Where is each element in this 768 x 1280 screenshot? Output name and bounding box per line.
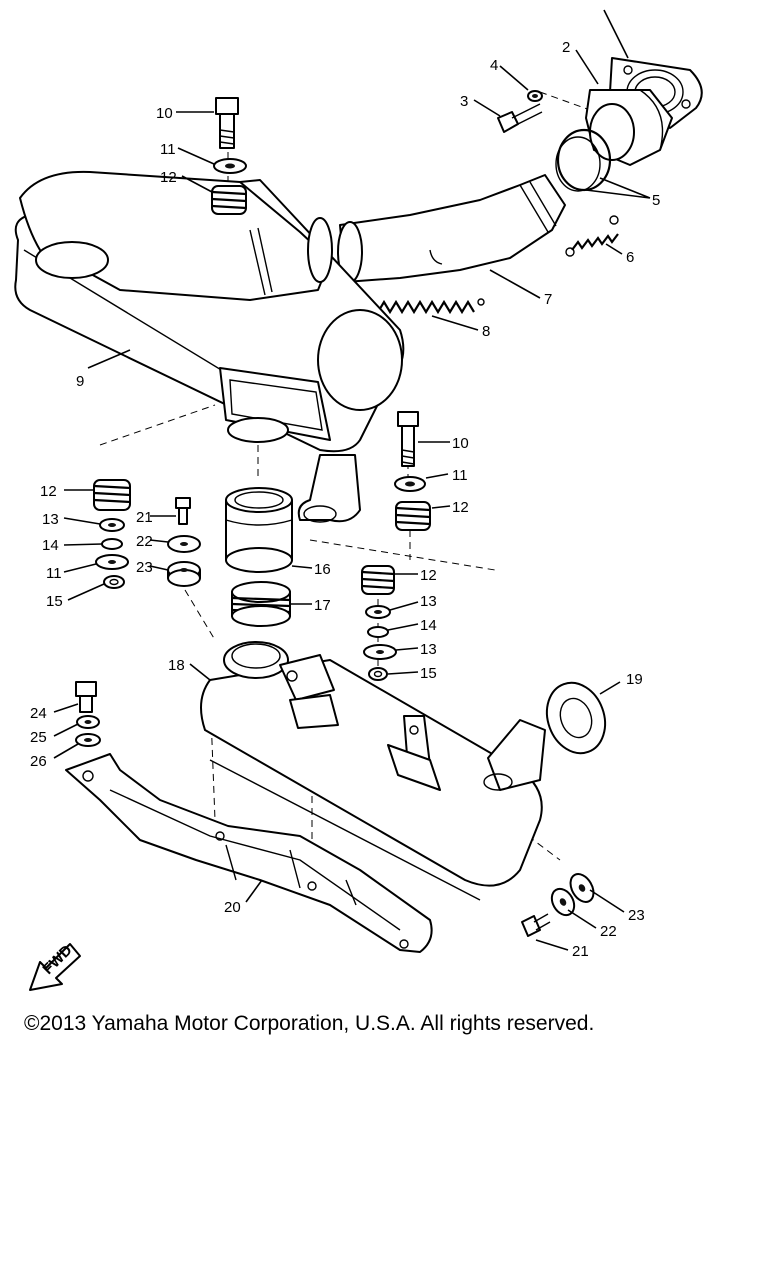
grommet-12-lower bbox=[361, 565, 395, 595]
label-4: 4 bbox=[490, 57, 498, 74]
label-14-left: 14 bbox=[42, 537, 59, 554]
label-26: 26 bbox=[30, 753, 47, 770]
washer-4 bbox=[527, 90, 543, 102]
label-23-lower: 23 bbox=[628, 907, 645, 924]
label-12-right: 12 bbox=[452, 499, 469, 516]
label-3: 3 bbox=[460, 93, 468, 110]
label-16: 16 bbox=[314, 561, 331, 578]
washer-22-lower bbox=[550, 887, 576, 917]
washer-25 bbox=[76, 715, 100, 729]
collar-23-upper bbox=[167, 561, 201, 587]
washer-13-right-b bbox=[363, 644, 397, 660]
gasket-rings-5 bbox=[555, 128, 612, 192]
washer-11-left bbox=[95, 554, 129, 570]
label-6: 6 bbox=[626, 249, 634, 266]
exhaust-pipe-7 bbox=[337, 174, 566, 283]
bolt-21-lower bbox=[521, 913, 551, 937]
washer-22-upper bbox=[167, 535, 201, 553]
seal-17 bbox=[231, 581, 291, 627]
label-5: 5 bbox=[652, 192, 660, 209]
washer-14-right bbox=[367, 626, 389, 638]
washer-13-left bbox=[99, 518, 125, 532]
copyright-notice: ©2013 Yamaha Motor Corporation, U.S.A. A… bbox=[24, 1012, 595, 1035]
label-11-left: 11 bbox=[46, 565, 62, 582]
forward-arrow-icon: FWD bbox=[29, 942, 81, 991]
label-10-top: 10 bbox=[156, 105, 173, 122]
nut-15-right bbox=[368, 667, 388, 681]
washer-26 bbox=[75, 733, 101, 747]
label-11-top: 11 bbox=[160, 141, 176, 158]
label-17: 17 bbox=[314, 597, 331, 614]
label-13-left: 13 bbox=[42, 511, 59, 528]
label-12-left: 12 bbox=[40, 483, 57, 500]
muffler-9 bbox=[14, 170, 405, 523]
grommet-12-right bbox=[395, 501, 431, 531]
spring-6 bbox=[565, 215, 619, 257]
label-24: 24 bbox=[30, 705, 47, 722]
joint-pipe-16 bbox=[225, 487, 293, 573]
label-14-right: 14 bbox=[420, 617, 437, 634]
label-20: 20 bbox=[224, 899, 241, 916]
label-8: 8 bbox=[482, 323, 490, 340]
label-15-left: 15 bbox=[46, 593, 63, 610]
spring-8 bbox=[371, 298, 485, 316]
washer-13-right-a bbox=[365, 605, 391, 619]
label-25: 25 bbox=[30, 729, 47, 746]
label-22-upper: 22 bbox=[136, 533, 153, 550]
label-23-upper: 23 bbox=[136, 559, 153, 576]
grommet-12-top bbox=[211, 185, 247, 215]
exhaust-parts-diagram: FWD bbox=[14, 9, 703, 991]
label-7: 7 bbox=[544, 291, 552, 308]
label-12-top: 12 bbox=[160, 169, 177, 186]
protector-20 bbox=[65, 753, 433, 953]
leader-lines bbox=[53, 49, 651, 951]
washer-11-right bbox=[394, 476, 426, 492]
label-12-lower: 12 bbox=[420, 567, 437, 584]
flange-assembly bbox=[585, 9, 703, 166]
bolt-24 bbox=[75, 681, 97, 713]
label-21-upper: 21 bbox=[136, 509, 153, 526]
washer-14-left bbox=[101, 538, 123, 550]
label-11-right: 11 bbox=[452, 467, 468, 484]
silencer-18 bbox=[200, 641, 546, 901]
label-13-right-a: 13 bbox=[420, 593, 437, 610]
bolt-10-right bbox=[397, 411, 419, 467]
collar-23-lower bbox=[569, 873, 595, 903]
bolt-21-upper bbox=[175, 497, 191, 525]
part-labels: 2 3 4 5 6 7 8 9 10 11 12 10 11 12 12 13 … bbox=[30, 39, 660, 960]
label-19: 19 bbox=[626, 671, 643, 688]
washer-11-top bbox=[213, 158, 247, 174]
nut-15-left bbox=[103, 575, 125, 589]
bolt-3 bbox=[497, 103, 543, 133]
label-15-right: 15 bbox=[420, 665, 437, 682]
grommet-12-left bbox=[93, 479, 131, 511]
label-9: 9 bbox=[76, 373, 84, 390]
label-10-right: 10 bbox=[452, 435, 469, 452]
label-18: 18 bbox=[168, 657, 185, 674]
ring-19 bbox=[545, 681, 607, 755]
label-21-lower: 21 bbox=[572, 943, 589, 960]
label-22-lower: 22 bbox=[600, 923, 617, 940]
label-2: 2 bbox=[562, 39, 570, 56]
bolt-10-top bbox=[215, 97, 239, 149]
label-13-right-b: 13 bbox=[420, 641, 437, 658]
